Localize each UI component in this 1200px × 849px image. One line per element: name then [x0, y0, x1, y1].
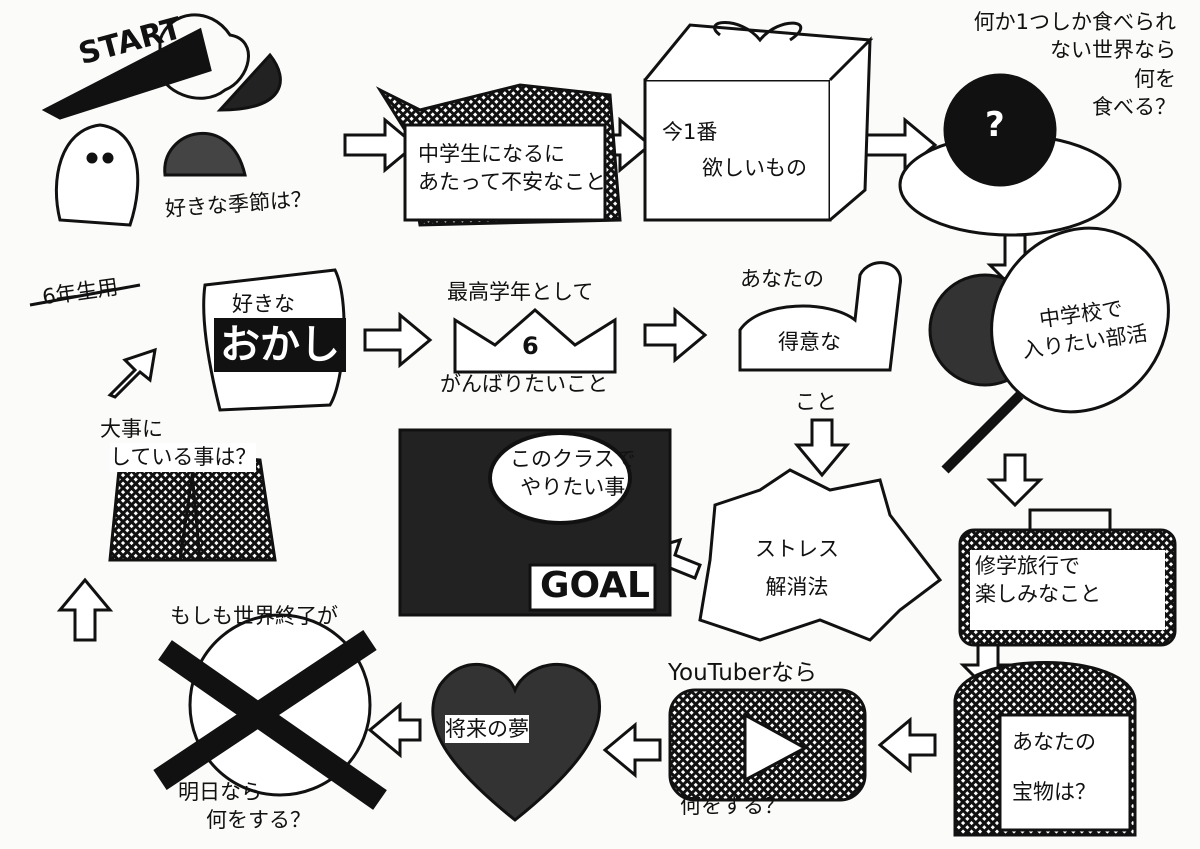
square-snack[interactable]: 好きなおかし — [214, 290, 346, 373]
square-text: 何を — [1134, 66, 1176, 91]
square-goal[interactable]: このクラスでやりたい事 — [510, 445, 636, 502]
square-text: 何か1つしか食べられ — [973, 10, 1176, 34]
square-text: 中学生になるに — [418, 142, 565, 166]
arrow-right — [643, 306, 708, 364]
square-text: このクラスで — [510, 447, 636, 471]
square-senior-text: がんばりたいこと — [440, 372, 608, 396]
square-important[interactable]: 大事にしている事は？ — [100, 415, 257, 472]
square-skill[interactable]: あなたの — [740, 267, 824, 291]
square-food[interactable]: 何か1つしか食べられない世界なら何を食べる？ — [930, 8, 1176, 121]
square-treasure[interactable]: あなたの宝物は？ — [1012, 728, 1096, 807]
arrow-left — [877, 716, 937, 774]
arrow-right — [343, 116, 418, 174]
square-skill-text: こと — [795, 390, 837, 414]
square-text: 楽しみなこと — [975, 582, 1101, 607]
square-text: 今1番 — [662, 120, 718, 144]
square-text: 修学旅行で — [975, 554, 1080, 578]
square-text: 解消法 — [765, 575, 829, 600]
arrow-down — [793, 418, 851, 478]
arrow-down — [986, 453, 1044, 508]
mystery-ball-icon — [943, 73, 1057, 187]
crown-number: 6 — [522, 332, 539, 360]
arrow-up — [107, 347, 157, 399]
burst-cloud-icon — [698, 468, 943, 642]
square-text: 好きな — [232, 292, 295, 316]
square-text: やりたい事 — [520, 475, 626, 500]
square-text: おかし — [214, 318, 346, 373]
square-text: している事は？ — [110, 443, 257, 472]
square-stress[interactable]: ストレス解消法 — [755, 535, 839, 602]
mascot-character — [54, 123, 140, 227]
chestnut-icon — [163, 132, 247, 177]
square-world-end[interactable]: もしも世界終了が — [170, 604, 338, 628]
square-text: ストレス — [755, 537, 839, 561]
square-world-end-question: 明日なら何をする？ — [178, 778, 311, 835]
start-banner — [41, 27, 212, 120]
arrow-right — [363, 311, 433, 369]
arrow-left — [602, 721, 662, 779]
watermelon-icon — [216, 52, 282, 112]
square-text: 食べる？ — [1092, 95, 1176, 120]
square-dream[interactable]: 将来の夢 — [445, 715, 529, 744]
square-text: 宝物は？ — [1012, 780, 1096, 805]
square-text: 何をする？ — [206, 808, 311, 833]
square-youtuber-question: 何をする？ — [680, 794, 785, 818]
goal-label: GOAL — [540, 565, 650, 606]
square-text: 大事に — [100, 417, 163, 441]
arrow-left — [367, 701, 422, 759]
square-youtuber-title[interactable]: YouTuberなら — [668, 660, 817, 686]
arrow-up — [56, 577, 114, 642]
square-text: あたって不安なこと — [418, 170, 606, 195]
sakura-icon — [158, 13, 250, 100]
square-text: あなたの — [1012, 730, 1096, 754]
square-want[interactable]: 今1番欲しいもの — [662, 118, 807, 183]
square-text: 欲しいもの — [702, 156, 807, 181]
square-worry[interactable]: 中学生になるにあたって不安なこと — [418, 140, 606, 197]
square-text: 明日なら — [178, 780, 262, 804]
square-trip[interactable]: 修学旅行で楽しみなこと — [975, 552, 1101, 609]
square-senior[interactable]: 最高学年として — [447, 280, 594, 304]
square-skill-text: 得意な — [778, 330, 841, 354]
crown-icon — [453, 308, 617, 374]
square-text: ない世界なら — [1050, 38, 1176, 63]
flexed-arm-icon — [738, 261, 902, 372]
question-mark-icon: ? — [985, 105, 1005, 145]
